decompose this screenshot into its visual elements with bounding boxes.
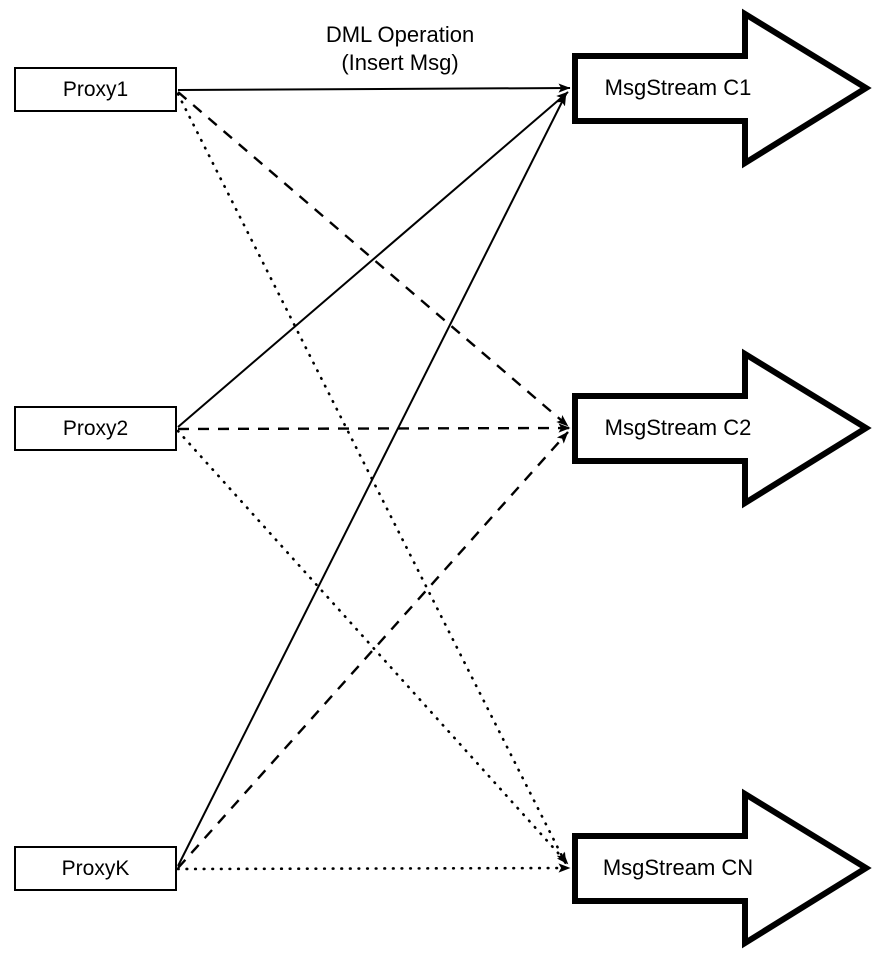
msgstream-cn-shape [572, 788, 872, 949]
msgstream-cn[interactable]: MsgStream CN [572, 788, 872, 949]
edge-caption: DML Operation (Insert Msg) [326, 22, 474, 75]
proxyk-label: ProxyK [62, 857, 130, 880]
msgstream-c1[interactable]: MsgStream C1 [572, 8, 872, 169]
edge-caption-line2: (Insert Msg) [341, 50, 458, 75]
msgstream-c2-shape [572, 348, 872, 509]
msgstream-c2[interactable]: MsgStream C2 [572, 348, 872, 509]
link-proxy1-stream-c2[interactable] [177, 91, 569, 427]
proxy2-node[interactable]: Proxy2 [14, 406, 177, 451]
proxy1-label: Proxy1 [63, 78, 128, 101]
proxy1-node[interactable]: Proxy1 [14, 67, 177, 112]
link-proxyk-stream-c2[interactable] [177, 431, 569, 869]
link-proxy2-stream-c2[interactable] [177, 423, 571, 433]
link-proxyk-stream-cn[interactable] [176, 863, 572, 873]
link-layer [176, 83, 572, 873]
proxy2-label: Proxy2 [63, 417, 128, 440]
proxy2-box [14, 406, 177, 451]
msgstream-cn-label: MsgStream CN [603, 855, 753, 880]
link-proxyk-stream-c1[interactable] [177, 93, 567, 867]
proxy1-box [14, 67, 177, 112]
proxyk-node[interactable]: ProxyK [14, 846, 177, 891]
proxyk-box [14, 846, 177, 891]
msgstream-c1-label: MsgStream C1 [605, 75, 752, 100]
link-proxy1-stream-c1[interactable] [177, 83, 571, 93]
msgstream-c1-shape [572, 8, 872, 169]
proxy-layer: Proxy1 Proxy2 ProxyK [14, 67, 177, 891]
edge-caption-line1: DML Operation [326, 22, 474, 47]
stream-layer: MsgStream C1 MsgStream C2 MsgStream CN [572, 8, 872, 949]
msgstream-c2-label: MsgStream C2 [605, 415, 752, 440]
link-proxy2-stream-c1[interactable] [177, 91, 569, 428]
link-proxy2-stream-cn[interactable] [176, 429, 570, 866]
